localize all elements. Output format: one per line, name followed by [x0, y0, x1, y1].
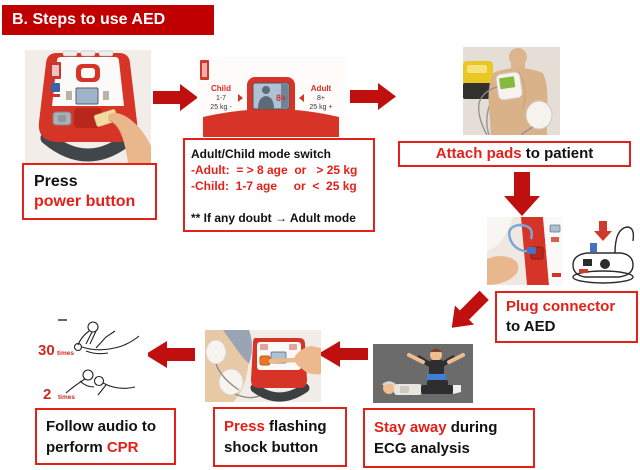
cpr-illustration: 30 times 2 times — [36, 315, 148, 405]
stay-away-illustration — [373, 344, 473, 403]
caption-stay-away: Stay away during ECG analysis — [363, 408, 535, 468]
child-age-label: 1-7 — [216, 95, 226, 102]
caption-shock-black2: shock button — [224, 439, 319, 456]
caption-stay-black2: ECG analysis — [374, 440, 470, 457]
aed-panel-image: 8+ Child 1-7 25 kg - Adult 8+ 25 kg + — [197, 57, 345, 139]
mode-switch-child-rule: -Child: 1-7 age or < 25 kg — [191, 179, 357, 193]
caption-plug-black: to AED — [506, 318, 556, 335]
caption-press-power: Press power button — [22, 163, 157, 220]
power-button-photo — [25, 50, 151, 163]
page-title: B. Steps to use AED — [2, 5, 214, 35]
adult-mode-label: Adult — [311, 84, 332, 93]
plug-connector-photo — [487, 217, 638, 285]
caption-plug-connector: Plug connector to AED — [495, 291, 638, 343]
adult-weight-label: 25 kg + — [309, 104, 332, 111]
aed-device-image — [25, 50, 151, 163]
shock-button-photo — [205, 330, 321, 402]
caption-power-red: power button — [34, 193, 136, 210]
compressions-unit-label: times — [57, 350, 74, 357]
arrow-right-icon — [153, 84, 198, 111]
arrow-down-icon — [504, 172, 540, 216]
connector-image — [487, 217, 638, 285]
caption-stay-red: Stay away — [374, 419, 447, 436]
arrow-left-icon — [145, 341, 195, 368]
shock-button-image — [205, 330, 321, 402]
screen-age-badge: 8+ — [276, 93, 286, 103]
manikin-image — [463, 47, 560, 135]
mode-switch-adult-rule: -Adult: = > 8 age or > 25 kg — [191, 163, 358, 177]
caption-cpr-black1: Follow audio to — [46, 418, 156, 435]
arrow-left-icon — [318, 341, 368, 367]
breaths-unit-label: times — [58, 394, 75, 401]
mode-switch-title: Adult/Child mode switch — [191, 147, 331, 161]
breaths-count-label: 2 — [43, 386, 51, 403]
caption-press-shock: Press flashing shock button — [213, 407, 347, 467]
caption-power-black: Press — [34, 173, 78, 190]
caption-mode-switch: Adult/Child mode switch -Adult: = > 8 ag… — [183, 138, 375, 232]
stay-away-image — [373, 344, 473, 403]
caption-shock-black1: flashing — [264, 418, 327, 435]
mode-switch-doubt-note: ** If any doubt → Adult mode — [191, 211, 356, 225]
caption-shock-red: Press — [224, 418, 265, 435]
caption-stay-black1: during — [446, 419, 498, 436]
cpr-image: 30 times 2 times — [36, 315, 148, 405]
caption-attach-pads-black: to patient — [521, 145, 594, 162]
mode-switch-photo: 8+ Child 1-7 25 kg - Adult 8+ 25 kg + — [197, 57, 345, 139]
child-weight-label: 25 kg - — [210, 104, 232, 111]
caption-cpr-black2: perform — [46, 439, 107, 456]
caption-follow-cpr: Follow audio to perform CPR — [35, 408, 176, 465]
child-mode-label: Child — [211, 84, 231, 93]
compressions-count-label: 30 — [38, 342, 55, 359]
caption-cpr-red: CPR — [106, 439, 139, 456]
adult-age-label: 8+ — [317, 95, 325, 102]
arrow-right-icon — [350, 83, 396, 110]
caption-attach-pads: Attach pads to patient — [398, 141, 631, 167]
attach-pads-photo — [463, 47, 560, 135]
caption-plug-red: Plug connector — [506, 298, 616, 315]
arrow-down-left-icon — [437, 288, 499, 334]
caption-attach-pads-red: Attach pads — [435, 145, 522, 162]
